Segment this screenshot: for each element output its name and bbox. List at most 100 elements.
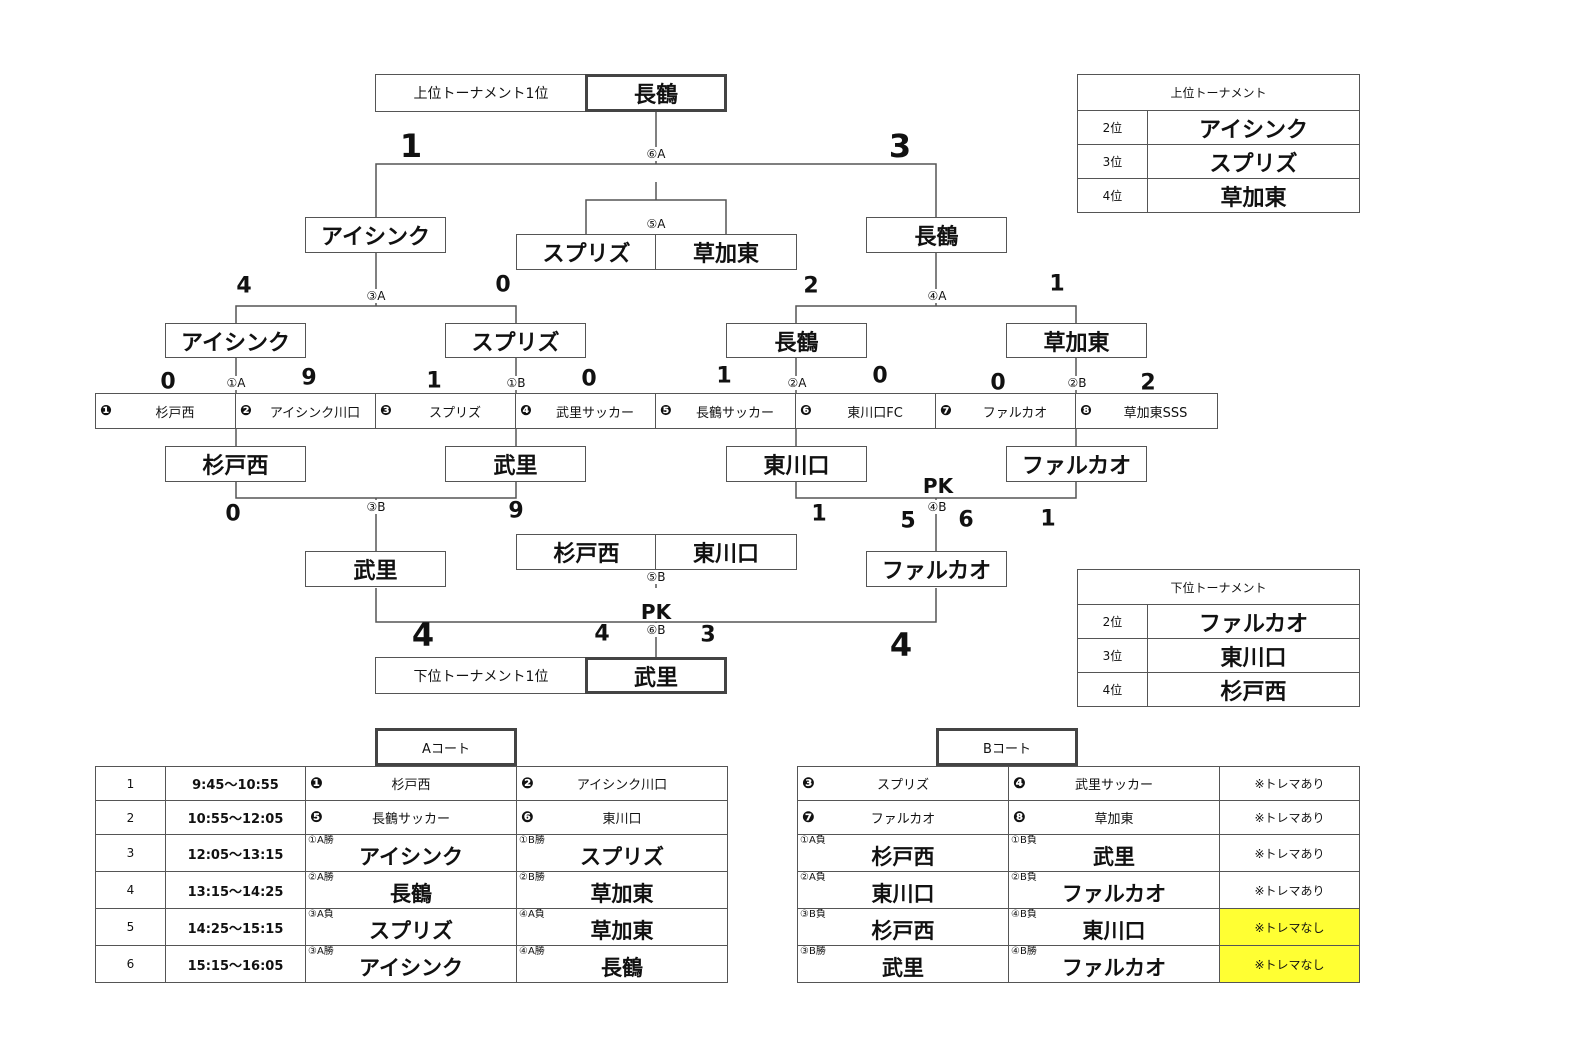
court-a-title: Aコート: [375, 728, 517, 766]
place-label: 4位: [1077, 178, 1148, 213]
home-team-cell: ③A勝アイシンク: [305, 945, 517, 983]
bracket-tag: ④A勝: [519, 946, 545, 957]
match-label-3b: ③B: [365, 500, 387, 514]
away-team-cell: ②B勝草加東: [516, 871, 728, 909]
bracket-tag: ②B負: [1011, 872, 1037, 883]
home-team-cell: ③B勝武里: [797, 945, 1009, 983]
semi-4b-pk-left: 5: [900, 508, 916, 534]
home-team-cell: ❸ スプリズ: [797, 766, 1009, 801]
training-match-note: ※トレマあり: [1219, 800, 1360, 835]
team-name: アイシンク: [359, 845, 463, 869]
away-team-cell: ④A勝長鶴: [516, 945, 728, 983]
match-label-5a: ⑤A: [645, 217, 667, 231]
r1-2a-score-left: 1: [716, 363, 732, 389]
team-name: ファルカオ: [870, 812, 936, 827]
team-name: 武里: [1093, 845, 1135, 869]
team-name: スプリズ: [428, 405, 481, 421]
semi-4b-score-left: 1: [811, 501, 827, 527]
place-label: 2位: [1077, 110, 1148, 145]
final-a-right-team: 長鶴: [866, 217, 1007, 253]
semi-4a-score-left: 2: [803, 273, 819, 299]
team-number: ❽: [1013, 808, 1026, 826]
semi-4b-winner: ファルカオ: [866, 551, 1007, 587]
match-number: 4: [95, 871, 166, 909]
team-name: 東川口: [871, 882, 935, 906]
semi-3a-score-left: 4: [236, 273, 252, 299]
home-team-cell: ②A勝長鶴: [305, 871, 517, 909]
lower-results-title: 下位トーナメント: [1076, 569, 1361, 605]
team-name: 杉戸西: [155, 405, 195, 421]
semi-3a-score-right: 0: [495, 272, 511, 298]
bracket-tag: ④B勝: [1011, 946, 1037, 957]
away-team-cell: ②B負ファルカオ: [1008, 871, 1220, 909]
lower-r1-loser-2: 武里: [445, 446, 586, 482]
match-time: 10:55～12:05: [165, 800, 306, 835]
place-team: 東川口: [1146, 638, 1361, 673]
lower-r1-loser-4: ファルカオ: [1006, 446, 1147, 482]
team-name: スプリズ: [876, 778, 929, 793]
semi-3a-right-team: スプリズ: [445, 323, 586, 358]
team-number: ❶: [100, 403, 112, 419]
final-b-score-right: 4: [889, 626, 913, 664]
team-name: アイシンク川口: [269, 405, 361, 421]
third-a-right-team: 草加東: [655, 234, 797, 270]
team-name: ファルカオ: [1061, 956, 1167, 980]
match-time: 14:25～15:15: [165, 908, 306, 946]
team-name: スプリズ: [580, 845, 664, 869]
bracket-tag: ②B勝: [519, 872, 545, 883]
bracket-tag: ③B勝: [800, 946, 826, 957]
match-label-6b: ⑥B: [645, 623, 667, 637]
away-team-cell: ①B負武里: [1008, 834, 1220, 872]
match-number: 5: [95, 908, 166, 946]
r1-2a-score-right: 0: [872, 363, 888, 389]
team-number: ❸: [802, 774, 815, 792]
team-number: ❽: [1080, 403, 1092, 419]
team-name: ファルカオ: [1061, 882, 1167, 906]
final-b-score-left: 4: [411, 616, 435, 654]
team-name: 杉戸西: [391, 778, 431, 793]
match-label-1a: ①A: [225, 376, 247, 390]
away-team-cell: ④A負草加東: [516, 908, 728, 946]
team-number: ❹: [520, 403, 532, 419]
match-label-4a: ④A: [926, 289, 948, 303]
home-team-cell: ③B負杉戸西: [797, 908, 1009, 946]
home-team-cell: ①A負杉戸西: [797, 834, 1009, 872]
team-name: 東川口: [602, 812, 642, 827]
team-name: アイシンク: [359, 956, 463, 980]
final-b-pk-label: PK: [640, 600, 672, 624]
lower-winner-label: 下位トーナメント1位: [375, 657, 587, 694]
bracket-tag: ④A負: [519, 909, 545, 920]
upper-results-table: 上位トーナメント 2位アイシンク 3位スプリズ 4位草加東: [1076, 74, 1361, 213]
final-a-score-right: 3: [888, 127, 912, 165]
semi-4a-right-team: 草加東: [1006, 323, 1147, 358]
lower-r1-loser-1: 杉戸西: [165, 446, 306, 482]
bracket-tag: ④B負: [1011, 909, 1037, 920]
bracket-tag: ①B負: [1011, 835, 1037, 846]
semi-4b-score-right: 1: [1040, 506, 1056, 532]
match-number: 1: [95, 766, 166, 801]
team-1: ❶ 杉戸西: [95, 393, 237, 429]
court-b-title: Bコート: [936, 728, 1078, 766]
upper-winner-team: 長鶴: [585, 74, 727, 112]
match-number: 2: [95, 800, 166, 835]
third-b-right-team: 東川口: [655, 534, 797, 570]
semi-3a-left-team: アイシンク: [165, 323, 306, 358]
match-time: 13:15～14:25: [165, 871, 306, 909]
place-label: 3位: [1077, 144, 1148, 179]
match-time: 12:05～13:15: [165, 834, 306, 872]
